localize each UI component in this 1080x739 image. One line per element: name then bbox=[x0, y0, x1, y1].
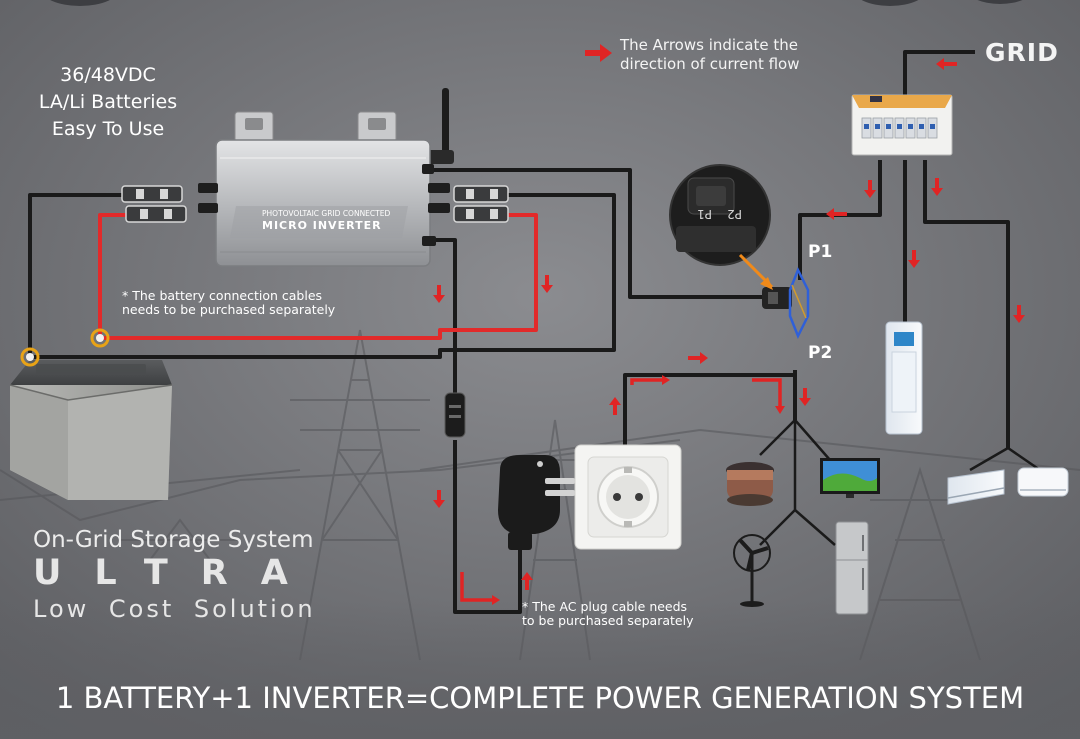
inverter-label-top: PHOTOVOLTAIC GRID CONNECTED bbox=[262, 209, 390, 218]
product-name: ULTRA bbox=[33, 553, 321, 593]
battery-types: LA/Li Batteries bbox=[38, 91, 178, 113]
battery-cable-note: * The battery connection cables needs to… bbox=[122, 289, 335, 317]
battery-voltage: 36/48VDC bbox=[60, 64, 156, 86]
callout-arrow bbox=[738, 253, 774, 290]
point-p1-label: P1 bbox=[808, 242, 833, 262]
bottom-shade bbox=[0, 600, 1080, 739]
battery-cable-note-line1: * The battery connection cables bbox=[122, 288, 323, 303]
negative-cables bbox=[28, 50, 1010, 614]
top-decorations bbox=[50, 0, 1023, 6]
point-p2-label: P2 bbox=[808, 343, 833, 363]
wall-socket-icon bbox=[574, 444, 682, 550]
flow-arrows bbox=[433, 44, 1025, 590]
positive-cables bbox=[98, 213, 538, 340]
arrow-legend-line1: The Arrows indicate the bbox=[620, 36, 798, 54]
battery-spec: 36/48VDC LA/Li Batteries Easy To Use bbox=[28, 62, 188, 143]
closeup-tag-left: P1 bbox=[697, 207, 712, 221]
grid-label: GRID bbox=[985, 38, 1059, 67]
system-title: On-Grid Storage System bbox=[33, 527, 314, 553]
battery-ease: Easy To Use bbox=[51, 118, 165, 140]
battery-icon bbox=[9, 328, 173, 500]
ac-plug-icon bbox=[498, 455, 575, 550]
distribution-box-icon bbox=[851, 94, 953, 156]
legend-arrow-icon bbox=[585, 44, 612, 62]
micro-inverter-icon: PHOTOVOLTAIC GRID CONNECTED MICRO INVERT… bbox=[198, 88, 454, 267]
tagline: Low Cost Solution bbox=[33, 595, 316, 623]
wall-air-conditioner-icon bbox=[947, 467, 1069, 505]
connector-closeup-icon: P1 P2 bbox=[669, 164, 771, 266]
fan-icon bbox=[733, 534, 771, 607]
ac-plug-note-line2: to be purchased separately bbox=[522, 613, 694, 628]
arrow-legend-line2: direction of current flow bbox=[620, 55, 800, 73]
ac-plug-note-line1: * The AC plug cable needs bbox=[522, 599, 688, 614]
refrigerator-icon bbox=[835, 521, 869, 615]
arrow-legend: The Arrows indicate the direction of cur… bbox=[620, 36, 800, 74]
rice-cooker-icon bbox=[726, 462, 774, 506]
closeup-tag-right: P2 bbox=[727, 207, 742, 221]
flow-arrow-heads bbox=[492, 375, 785, 605]
flow-arrow-bends bbox=[460, 378, 782, 602]
television-icon bbox=[820, 458, 880, 498]
mc4-connector-icon bbox=[121, 185, 509, 438]
battery-cable-note-line2: needs to be purchased separately bbox=[122, 302, 336, 317]
inverter-label-main: MICRO INVERTER bbox=[262, 219, 382, 232]
junction-connector-icon bbox=[762, 266, 810, 340]
headline: 1 BATTERY+1 INVERTER=COMPLETE POWER GENE… bbox=[55, 681, 1025, 715]
floor-air-conditioner-icon bbox=[885, 321, 923, 435]
appliance-branch-lines bbox=[759, 419, 1041, 546]
ac-plug-note: * The AC plug cable needs to be purchase… bbox=[522, 600, 693, 628]
